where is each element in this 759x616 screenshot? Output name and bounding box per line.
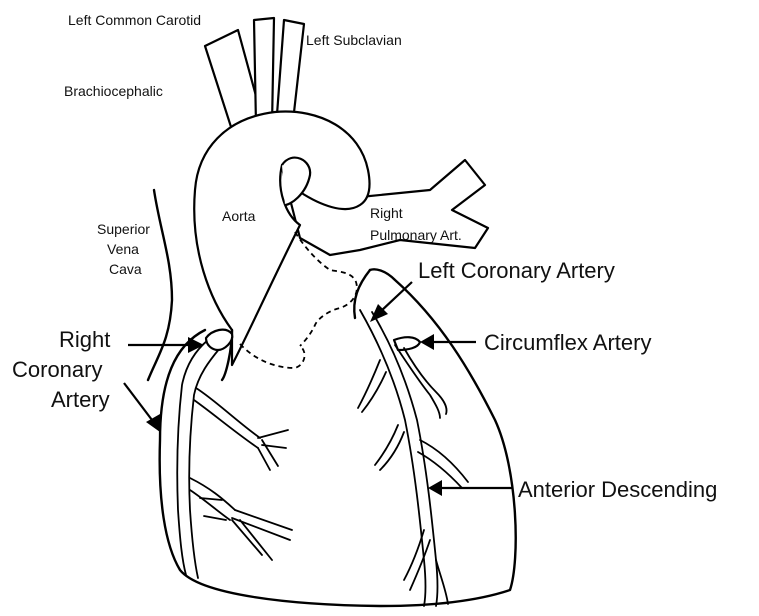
lad-branch-a1	[358, 360, 380, 408]
right-coronary-artery	[177, 330, 292, 578]
left-coronary-arrow-line	[380, 282, 412, 312]
label-svc-2: Vena	[107, 241, 139, 257]
rca-branch-2b	[190, 490, 230, 520]
rca-branch-1-tips	[258, 430, 288, 470]
label-svc-1: Superior	[97, 221, 150, 237]
rca-branch-1b	[194, 400, 258, 448]
rca-branch-2-tips	[232, 510, 292, 560]
rca-ostium	[206, 330, 232, 350]
label-brachiocephalic: Brachiocephalic	[64, 83, 163, 99]
label-aorta: Aorta	[222, 208, 256, 224]
right-coronary-arrowhead	[188, 337, 204, 353]
lad-branch-c2	[410, 540, 430, 590]
svc-line-outer	[148, 190, 172, 380]
label-right-pulmonary-1: Right	[370, 205, 403, 221]
right-coronary-arrow2-head	[146, 414, 160, 432]
label-left-subclavian: Left Subclavian	[306, 32, 402, 48]
anterior-descending-arrowhead	[428, 480, 442, 496]
left-coronary-system	[358, 310, 468, 606]
label-circumflex-artery: Circumflex Artery	[484, 330, 651, 355]
label-right-pulmonary-2: Pulmonary Art.	[370, 227, 462, 243]
superior-vena-cava	[148, 190, 172, 380]
lad-branch-d1	[420, 440, 468, 482]
label-svc-3: Cava	[109, 261, 142, 277]
lad-branch-c1	[404, 530, 424, 580]
conus-dashed	[240, 344, 305, 368]
label-left-common-carotid: Left Common Carotid	[68, 12, 201, 28]
label-left-coronary-artery: Left Coronary Artery	[418, 258, 615, 283]
rca-branch-2-mid	[200, 498, 226, 520]
lad-left-wall	[360, 310, 426, 606]
heart-body	[160, 269, 516, 606]
rca-inner	[189, 348, 220, 578]
label-anterior-descending: Anterior Descending	[518, 477, 717, 502]
heart-outline	[160, 269, 516, 606]
labels: Left Common Carotid Left Subclavian Brac…	[12, 12, 717, 502]
left-common-carotid-vessel	[254, 18, 274, 125]
label-rca-1: Right	[59, 327, 110, 352]
circumflex-arrowhead	[420, 334, 434, 350]
label-rca-3: Artery	[51, 387, 110, 412]
lad-branch-b1	[375, 425, 398, 465]
circumflex-b	[404, 348, 447, 414]
rca-branch-1a	[196, 388, 260, 438]
right-coronary-arrow2-line	[124, 383, 152, 420]
label-rca-2: Coronary	[12, 357, 102, 382]
